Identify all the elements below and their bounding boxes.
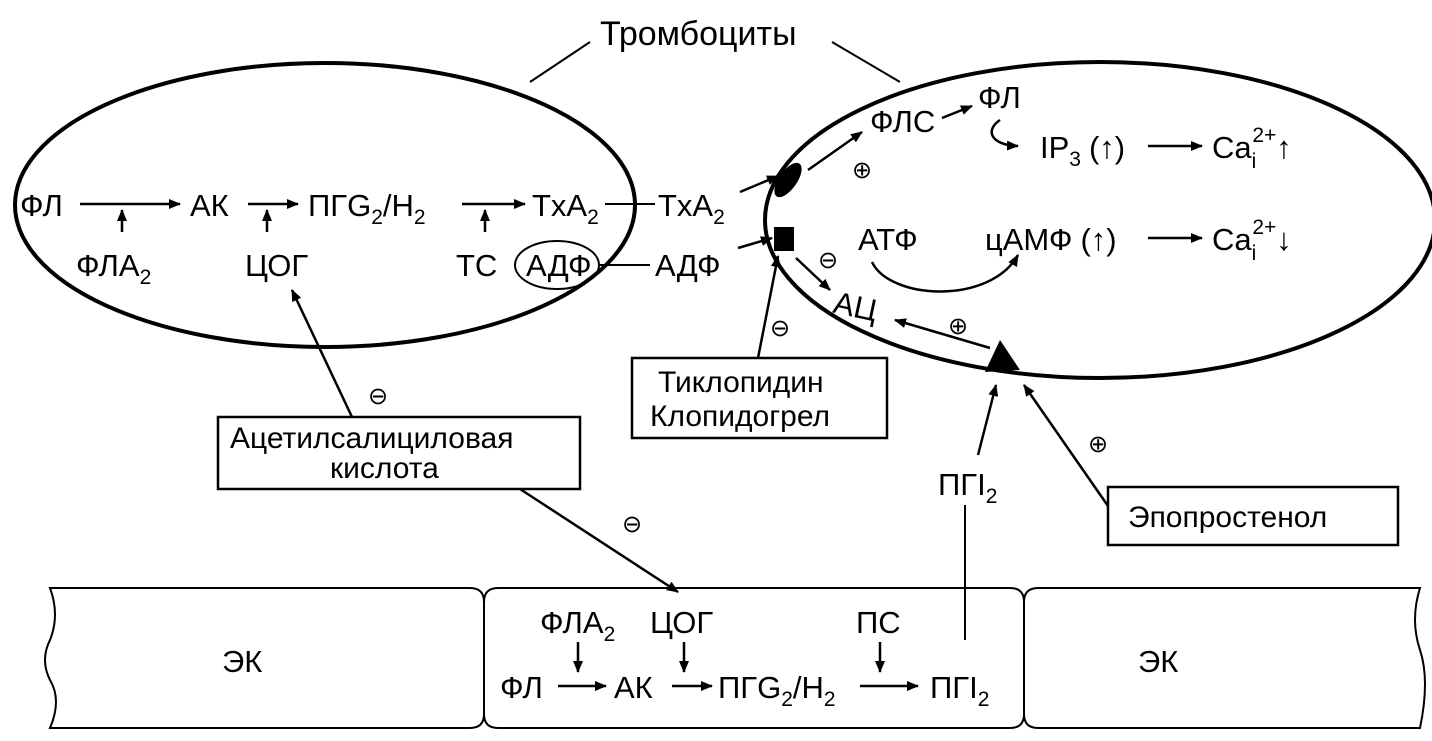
ticlopidine-box: [630, 356, 889, 440]
left-fl: ФЛ: [20, 188, 63, 223]
ticlopidine-line2: Клопидогрел: [650, 400, 830, 433]
left-adf: АДФ: [526, 248, 592, 283]
minus-adf-receptor: ⊖: [818, 247, 838, 274]
endo-ps: ПС: [856, 605, 901, 640]
left-ak: АК: [190, 188, 229, 223]
right-fl: ФЛ: [978, 80, 1021, 115]
mid-txa: TxA2: [658, 188, 725, 229]
left-fla2: ФЛА2: [76, 248, 151, 289]
endo-pgi2: ПГI2: [930, 670, 989, 711]
minus-aspirin-bottom: ⊖: [622, 511, 642, 538]
right-ac: АЦ: [830, 285, 880, 328]
title-platelets: Тромбоциты: [600, 15, 797, 53]
arrow-epo-receptor: [1022, 384, 1110, 507]
aspirin-line2: кислота: [330, 452, 439, 485]
title-pointer-right: [831, 41, 901, 83]
aspirin-box: [216, 415, 582, 491]
left-txa: TxA2: [532, 188, 599, 229]
plus-epo: ⊕: [1088, 431, 1108, 458]
right-platelet-cell: [763, 60, 1432, 380]
arrow-pgi-receptor-ac: [894, 318, 991, 350]
right-camf: цАМФ(↑): [985, 222, 1117, 257]
mid-pgi2: ПГI2: [938, 467, 997, 508]
left-adf-circle: [514, 240, 600, 290]
endo-fl: ФЛ: [500, 670, 543, 705]
title-pointer-left: [529, 41, 591, 83]
arrow-aspirin-cog: [290, 289, 354, 418]
endo-cell-left: [44, 587, 485, 729]
aspirin-line1: Ацетилсалициловая: [230, 422, 514, 455]
epoprostenol-label: Эпопростенол: [1128, 501, 1327, 534]
arrow-fl-ip3: [990, 118, 1019, 151]
ticlopidine-line1: Тиклопидин: [658, 366, 824, 399]
arrow-receptor-fls: [807, 130, 863, 172]
arrow-pgi2-receptor: [976, 384, 999, 456]
endo-cell-center: [483, 587, 1025, 729]
arrow-adf-receptor-ac: [795, 257, 831, 291]
epoprostenol-box: [1106, 485, 1400, 547]
arrow-ticlopidine-receptor: [756, 255, 781, 359]
minus-aspirin-top: ⊖: [368, 383, 388, 410]
right-ip3: IP3(↑): [1040, 130, 1125, 171]
pgi-receptor: [985, 340, 1020, 372]
endo-ak: АК: [614, 670, 653, 705]
right-atf: АТФ: [858, 222, 918, 257]
left-pgg: ПГG2/H2: [308, 188, 426, 229]
plus-ac: ⊕: [948, 313, 968, 340]
endo-pgg: ПГG2/H2: [718, 670, 836, 711]
txa-receptor: [774, 162, 802, 198]
right-ca-bottom: Cai2+↓: [1212, 216, 1292, 265]
left-ts: ТС: [456, 248, 497, 283]
endo-cog: ЦОГ: [650, 605, 713, 640]
ek-left: ЭК: [222, 644, 262, 679]
plus-fls: ⊕: [852, 157, 872, 184]
arrow-atf-camf: [870, 254, 1020, 293]
right-fls: ФЛС: [870, 104, 935, 139]
ek-right: ЭК: [1138, 644, 1178, 679]
minus-ticlopidine: ⊖: [770, 315, 790, 342]
adf-receptor: [774, 227, 794, 251]
arrow-fls-fl: [941, 104, 973, 120]
right-ca-top: Cai2+↑: [1212, 124, 1292, 173]
arrow-aspirin-endo-cog: [519, 487, 679, 594]
mid-adf: АДФ: [655, 248, 721, 283]
arrow-txa-receptor: [739, 174, 779, 194]
endo-cell-right: [1023, 587, 1426, 729]
endo-fla2: ФЛА2: [540, 605, 615, 646]
left-cog: ЦОГ: [245, 248, 308, 283]
